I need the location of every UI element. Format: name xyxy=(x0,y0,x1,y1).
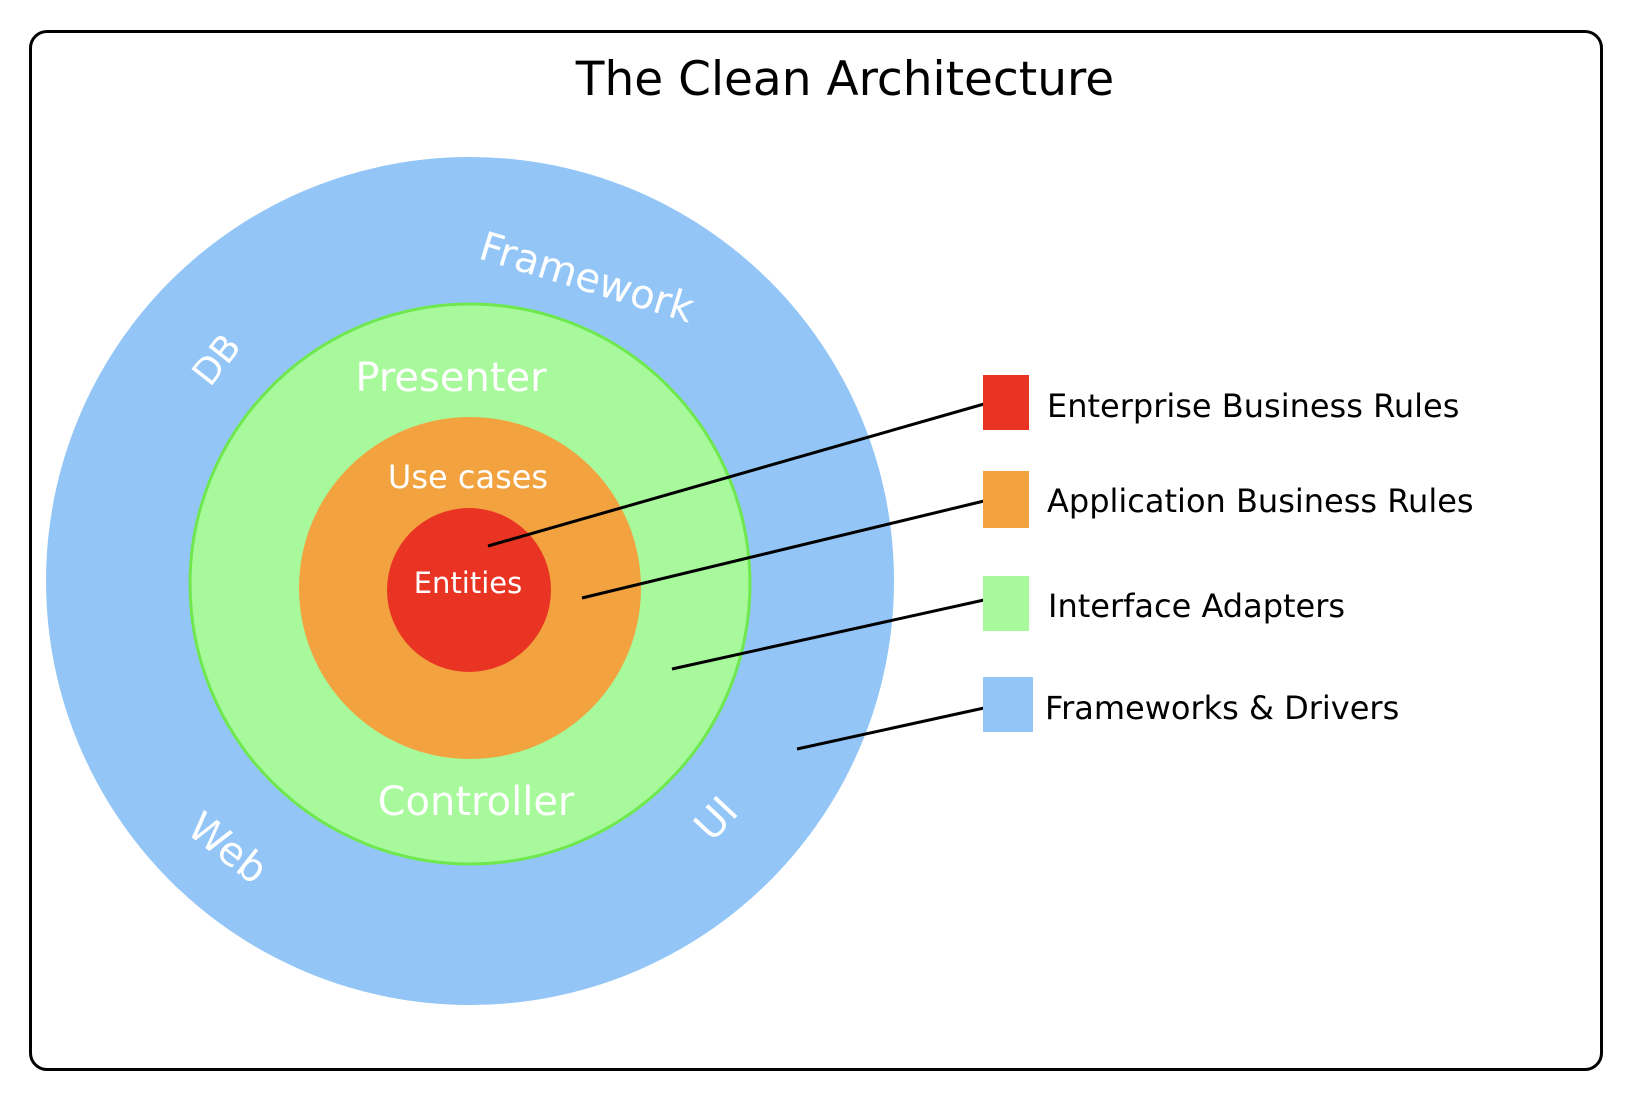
legend-label-enterprise: Enterprise Business Rules xyxy=(1047,387,1459,425)
leader-line-enterprise xyxy=(487,402,985,548)
leader-line-frameworks xyxy=(796,706,985,751)
ring-label-use-cases: Use cases xyxy=(388,458,548,496)
ring-label-controller: Controller xyxy=(378,779,575,825)
ring-label-entities: Entities xyxy=(414,566,523,600)
interface-adapters-border xyxy=(188,302,752,866)
entities-core xyxy=(387,508,551,672)
leader-line-application xyxy=(581,499,985,600)
legend-swatch-frameworks xyxy=(983,677,1033,732)
ring-label-presenter: Presenter xyxy=(355,355,547,401)
legend-label-application: Application Business Rules xyxy=(1047,482,1474,520)
legend-label-frameworks: Frameworks & Drivers xyxy=(1045,689,1399,727)
diagram-title: The Clean Architecture xyxy=(575,52,1115,107)
diagram-frame xyxy=(29,30,1603,1071)
legend-swatch-adapters xyxy=(983,576,1029,631)
legend-swatch-enterprise xyxy=(983,375,1029,430)
legend-label-adapters: Interface Adapters xyxy=(1048,587,1345,625)
leader-line-adapters xyxy=(671,598,985,671)
legend-swatch-application xyxy=(983,471,1029,528)
